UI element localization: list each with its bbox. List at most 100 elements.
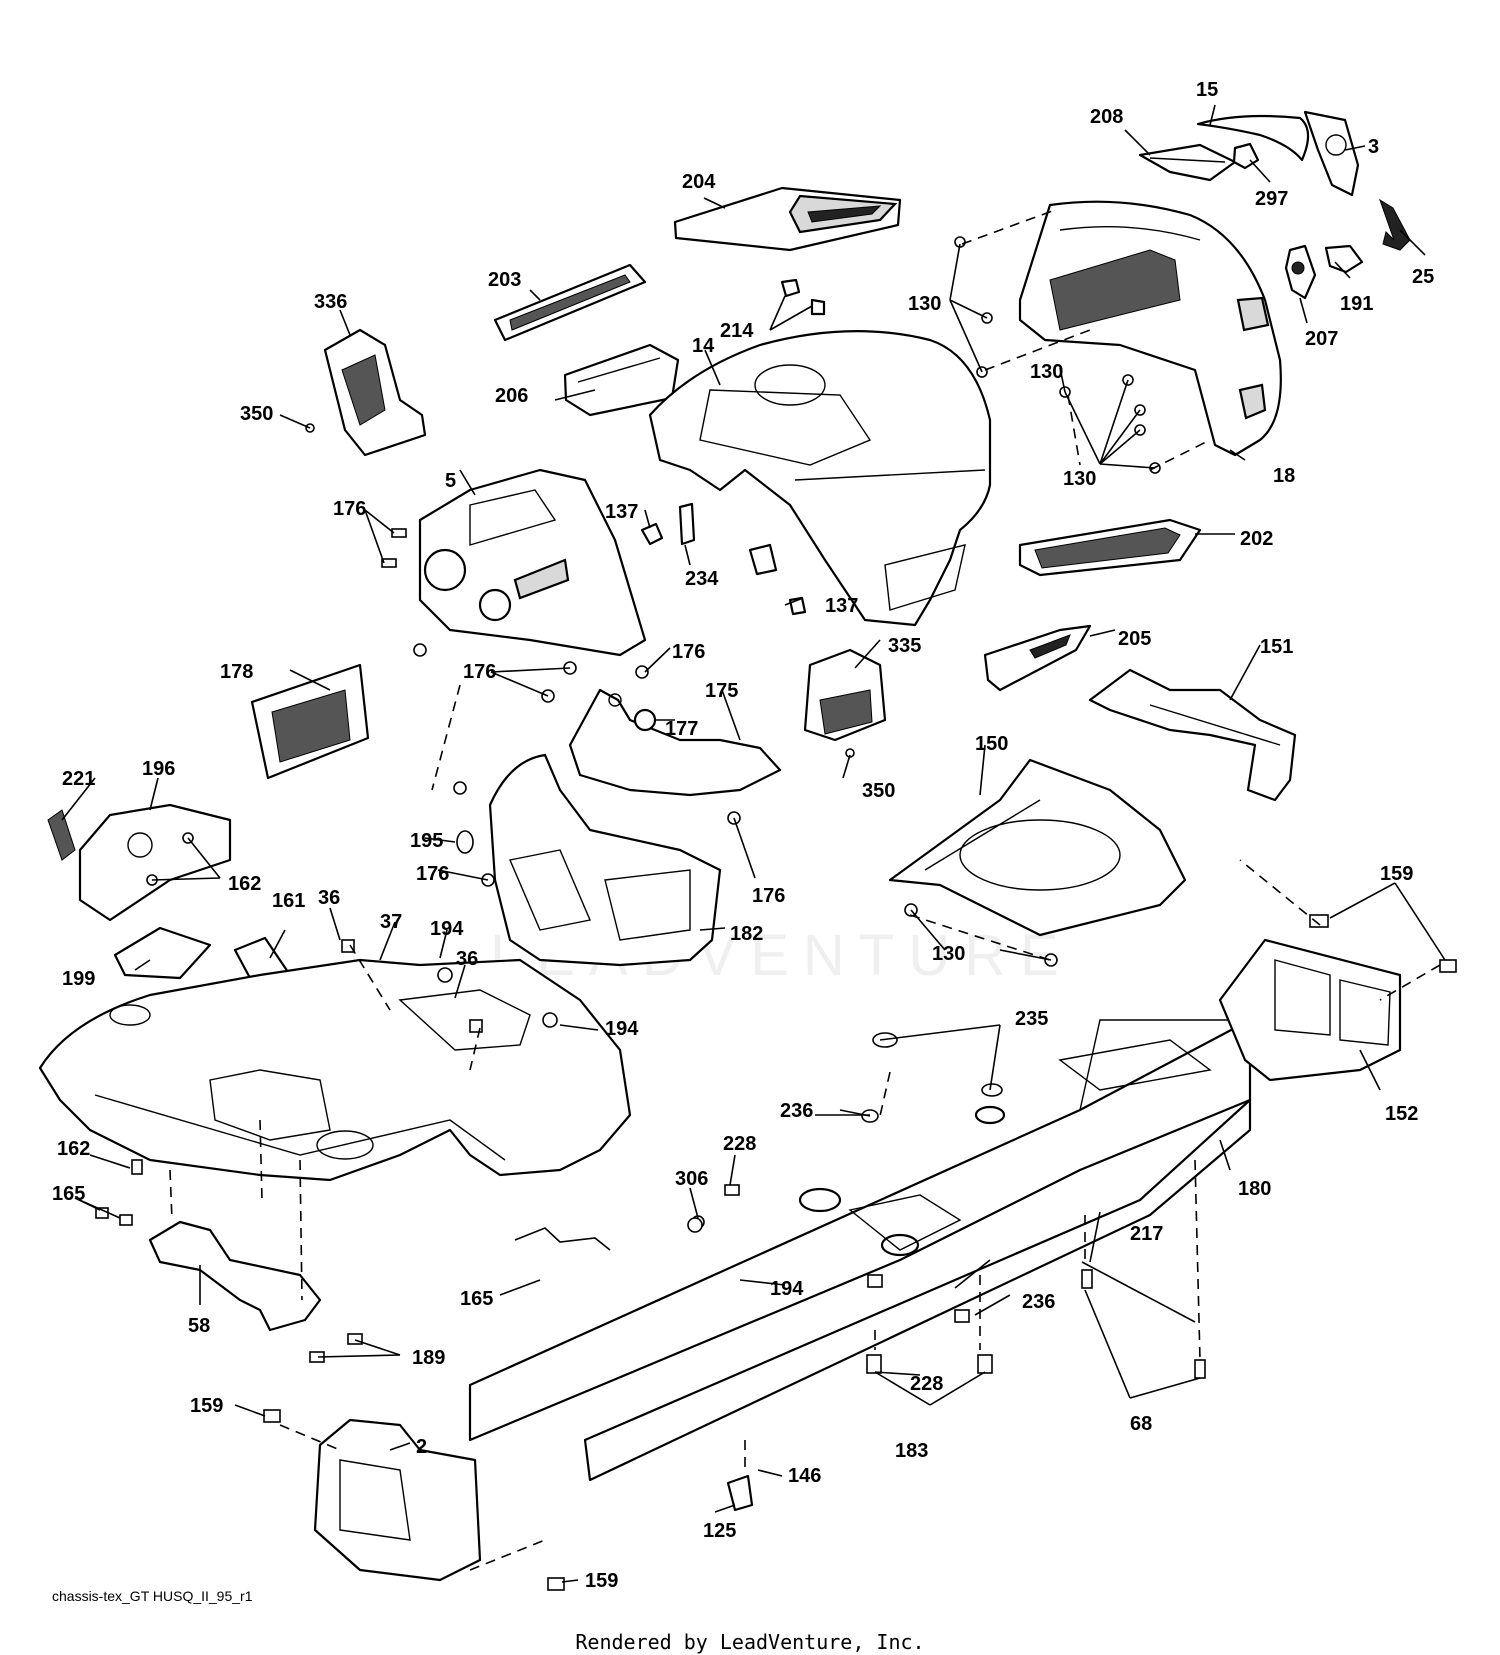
callouts: 15 208 3 297 25 204 191 207 203 130 336 … xyxy=(52,79,1434,1592)
callout-68[interactable]: 68 xyxy=(1130,1413,1152,1435)
callout-15[interactable]: 15 xyxy=(1196,79,1218,101)
callout-5[interactable]: 5 xyxy=(445,470,456,492)
part-204-hood-panel xyxy=(673,186,902,252)
callout-176-d[interactable]: 176 xyxy=(416,863,449,885)
callout-14[interactable]: 14 xyxy=(692,335,715,357)
callout-350-a[interactable]: 350 xyxy=(240,403,273,425)
callout-130-d[interactable]: 130 xyxy=(932,943,965,965)
callout-236-b[interactable]: 236 xyxy=(1022,1291,1055,1313)
part-208-lens xyxy=(1138,143,1237,182)
callout-25[interactable]: 25 xyxy=(1412,266,1434,288)
callout-177[interactable]: 177 xyxy=(665,718,698,740)
part-14-hood xyxy=(648,330,992,627)
callout-162-b[interactable]: 162 xyxy=(57,1138,90,1160)
callout-176-a[interactable]: 176 xyxy=(333,498,366,520)
callout-176-c[interactable]: 176 xyxy=(463,661,496,683)
part-178-vent-plate xyxy=(250,663,370,780)
callout-236-a[interactable]: 236 xyxy=(780,1100,813,1122)
leader-lines xyxy=(61,104,1446,1583)
callout-208[interactable]: 208 xyxy=(1090,106,1123,128)
callout-130-a[interactable]: 130 xyxy=(908,293,941,315)
callout-194-c[interactable]: 194 xyxy=(770,1278,804,1300)
callout-191[interactable]: 191 xyxy=(1340,293,1373,315)
callout-36-b[interactable]: 36 xyxy=(456,948,478,970)
callout-183[interactable]: 183 xyxy=(895,1440,928,1462)
part-25-clip xyxy=(1379,198,1411,251)
callout-206[interactable]: 206 xyxy=(495,385,528,407)
callout-234[interactable]: 234 xyxy=(685,568,719,590)
callout-214[interactable]: 214 xyxy=(720,320,754,342)
callout-335[interactable]: 335 xyxy=(888,635,921,657)
callout-159-c[interactable]: 159 xyxy=(585,1570,618,1592)
callout-150[interactable]: 150 xyxy=(975,733,1008,755)
part-5-dash xyxy=(418,468,647,657)
callout-195[interactable]: 195 xyxy=(410,830,443,852)
callout-235[interactable]: 235 xyxy=(1015,1008,1048,1030)
part-336-side-panel xyxy=(323,328,427,457)
callout-189-b[interactable]: 189 xyxy=(412,1347,445,1369)
callout-18[interactable]: 18 xyxy=(1273,465,1295,487)
callout-37[interactable]: 37 xyxy=(380,911,402,933)
callout-207[interactable]: 207 xyxy=(1305,328,1338,350)
callout-137-b[interactable]: 137 xyxy=(825,595,858,617)
callout-202[interactable]: 202 xyxy=(1240,528,1273,550)
callout-182[interactable]: 182 xyxy=(730,923,763,945)
callout-58[interactable]: 58 xyxy=(188,1315,210,1337)
part-221-decal xyxy=(47,809,76,861)
callout-151[interactable]: 151 xyxy=(1260,636,1293,658)
part-191-bracket xyxy=(1324,244,1364,274)
callout-221[interactable]: 221 xyxy=(62,768,95,790)
callout-3[interactable]: 3 xyxy=(1368,136,1379,158)
callout-146[interactable]: 146 xyxy=(788,1465,821,1487)
callout-194-b[interactable]: 194 xyxy=(605,1018,639,1040)
part-3-housing xyxy=(1303,110,1360,197)
callout-152[interactable]: 152 xyxy=(1385,1103,1418,1125)
callout-204[interactable]: 204 xyxy=(682,171,716,193)
callout-217[interactable]: 217 xyxy=(1130,1223,1163,1245)
callout-176-b[interactable]: 176 xyxy=(672,641,705,663)
callout-130-b[interactable]: 130 xyxy=(1030,361,1063,383)
part-203-vent xyxy=(493,263,647,342)
part-205-trim xyxy=(983,624,1092,692)
callout-228-a[interactable]: 228 xyxy=(723,1133,756,1155)
callout-2[interactable]: 2 xyxy=(416,1436,427,1458)
callout-175[interactable]: 175 xyxy=(705,680,738,702)
callout-180[interactable]: 180 xyxy=(1238,1178,1271,1200)
drawing-id: chassis-tex_GT HUSQ_II_95_r1 xyxy=(52,1588,253,1604)
callout-161[interactable]: 161 xyxy=(272,890,305,912)
part-180-frame xyxy=(468,1018,1252,1482)
part-152-plate xyxy=(1218,938,1402,1082)
callout-350-b[interactable]: 350 xyxy=(862,780,895,802)
part-217-rod xyxy=(1081,1261,1196,1323)
callout-36-a[interactable]: 36 xyxy=(318,887,340,909)
callout-306[interactable]: 306 xyxy=(675,1168,708,1190)
callout-178[interactable]: 178 xyxy=(220,661,253,683)
part-202-grille xyxy=(1018,518,1202,577)
callout-336[interactable]: 336 xyxy=(314,291,347,313)
part-137-clip xyxy=(640,522,664,546)
part-207-socket xyxy=(1284,244,1317,300)
callout-162-a[interactable]: 162 xyxy=(228,873,261,895)
callout-203[interactable]: 203 xyxy=(488,269,521,291)
callout-159-a[interactable]: 159 xyxy=(1380,863,1413,885)
callout-130-c[interactable]: 130 xyxy=(1063,468,1096,490)
callout-189-a[interactable]: 165 xyxy=(52,1183,85,1205)
callout-199[interactable]: 199 xyxy=(62,968,95,990)
callout-176-e[interactable]: 176 xyxy=(752,885,785,907)
callout-137-a[interactable]: 137 xyxy=(605,501,638,523)
callout-196[interactable]: 196 xyxy=(142,758,175,780)
callout-159-b[interactable]: 159 xyxy=(190,1395,223,1417)
callout-194-a[interactable]: 194 xyxy=(430,918,464,940)
part-199-trim xyxy=(113,926,212,980)
callout-228-b[interactable]: 228 xyxy=(910,1373,943,1395)
part-37-fender xyxy=(38,958,632,1182)
part-151-bracket xyxy=(1088,668,1297,802)
callout-165[interactable]: 165 xyxy=(460,1288,493,1310)
part-2-bracket xyxy=(313,1418,482,1582)
footer-credit: Rendered by LeadVenture, Inc. xyxy=(575,1630,925,1654)
callout-125[interactable]: 125 xyxy=(703,1520,736,1542)
callout-205[interactable]: 205 xyxy=(1118,628,1151,650)
callout-297[interactable]: 297 xyxy=(1255,188,1288,210)
part-15-trim xyxy=(1196,114,1310,162)
